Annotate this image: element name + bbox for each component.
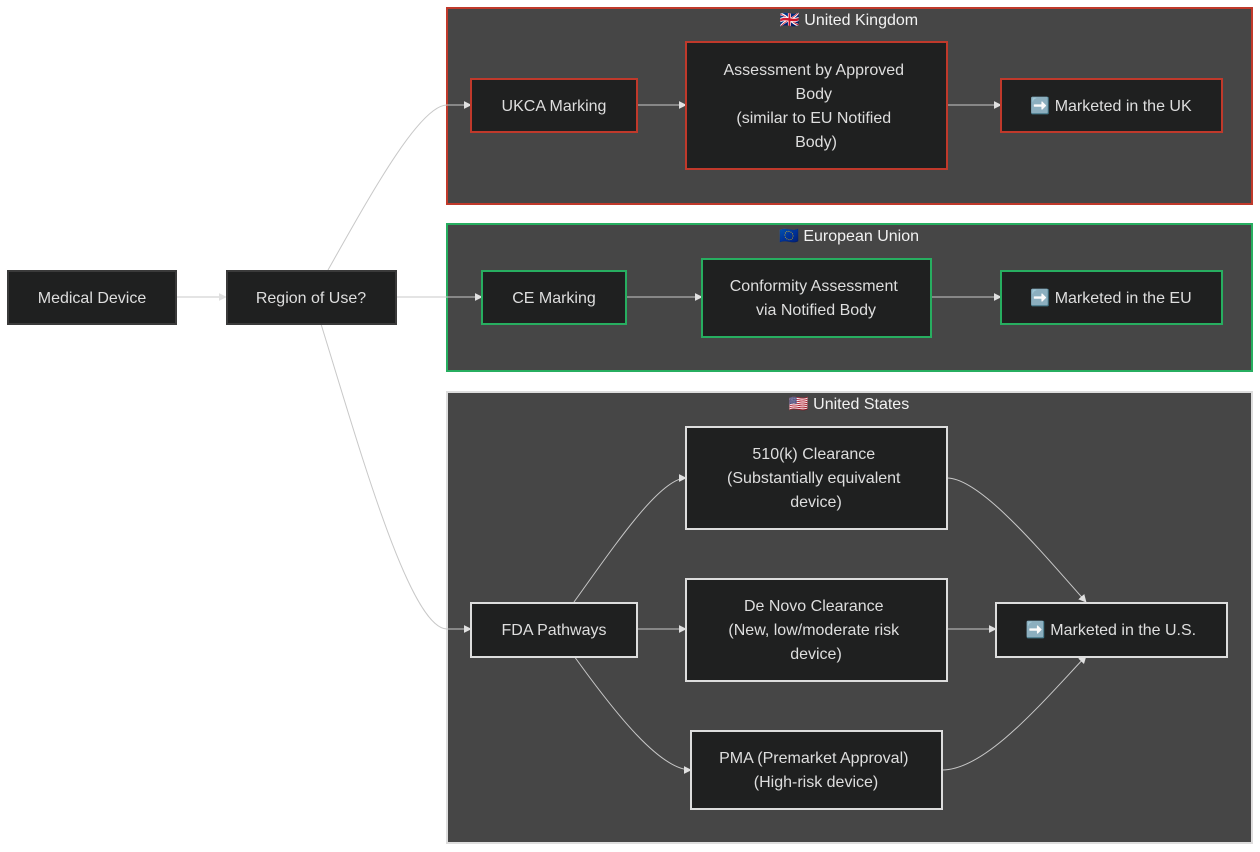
node-approved-body-label: Assessment by Approved Body (similar to … — [724, 62, 909, 151]
node-ukca-marking-label: UKCA Marking — [502, 98, 607, 115]
node-ukca-marking-line-1: UKCA Marking — [502, 98, 607, 115]
edge-region-to-ukca — [327, 101, 472, 271]
node-fda-pathways[interactable]: FDA Pathways — [470, 602, 638, 658]
node-510k-clearance-label: 510(k) Clearance (Substantially equivale… — [727, 446, 905, 511]
edge-fda-to-pma — [573, 655, 692, 774]
node-ce-marking-line-1: CE Marking — [512, 290, 596, 307]
node-510k-clearance-line-3: device) — [790, 494, 842, 511]
node-us-market-label: ➡️ Marketed in the U.S. — [1026, 620, 1196, 639]
node-notified-body[interactable]: Conformity Assessment via Notified Body — [701, 258, 932, 338]
node-notified-body-line-2: via Notified Body — [756, 302, 876, 319]
node-notified-body-line-1: Conformity Assessment — [730, 278, 899, 295]
node-de-novo-clearance-label: De Novo Clearance (New, low/moderate ris… — [728, 598, 903, 663]
node-us-market[interactable]: ➡️ Marketed in the U.S. — [995, 602, 1228, 658]
node-eu-market-line-1: ➡️ Marketed in the EU — [1030, 288, 1191, 307]
node-approved-body-box — [685, 41, 948, 170]
node-de-novo-clearance-line-1: De Novo Clearance — [744, 598, 884, 615]
node-fda-pathways-box — [470, 602, 638, 658]
cluster-uk-title: 🇬🇧 United Kingdom — [780, 11, 918, 29]
node-510k-clearance-box — [685, 426, 948, 530]
node-ce-marking-label: CE Marking — [512, 290, 596, 307]
edge-pma-to-us-market — [941, 655, 1087, 771]
node-510k-clearance-line-1: 510(k) Clearance — [752, 446, 875, 463]
node-de-novo-clearance-line-3: device) — [790, 646, 842, 663]
node-eu-market[interactable]: ➡️ Marketed in the EU — [1000, 270, 1223, 325]
node-ukca-marking-box — [470, 78, 638, 133]
cluster-eu-title: 🇪🇺 European Union — [779, 227, 919, 245]
node-medical-device-label: Medical Device — [38, 290, 147, 307]
node-notified-body-label: Conformity Assessment via Notified Body — [730, 278, 903, 319]
node-fda-pathways-line-1: FDA Pathways — [502, 622, 607, 639]
node-region-of-use[interactable]: Region of Use? — [226, 270, 397, 325]
node-pma-label: PMA (Premarket Approval) (High-risk devi… — [719, 750, 913, 791]
node-medical-device[interactable]: Medical Device — [7, 270, 177, 325]
node-de-novo-clearance-line-2: (New, low/moderate risk — [728, 622, 900, 639]
node-approved-body[interactable]: Assessment by Approved Body (similar to … — [685, 41, 948, 170]
node-uk-market-box — [1000, 78, 1223, 133]
edge-region-to-fda — [320, 323, 472, 633]
node-region-of-use-line-1: Region of Use? — [256, 290, 366, 307]
node-pma-line-2: (High-risk device) — [754, 774, 878, 791]
node-approved-body-line-3: (similar to EU Notified — [736, 110, 891, 127]
edges — [177, 101, 1087, 774]
edge-510k-to-us-market — [946, 477, 1087, 603]
node-pma-box — [690, 730, 943, 810]
node-pma[interactable]: PMA (Premarket Approval) (High-risk devi… — [690, 730, 943, 810]
node-medical-device-line-1: Medical Device — [38, 290, 147, 307]
node-approved-body-line-2: Body — [796, 86, 832, 103]
node-uk-market[interactable]: ➡️ Marketed in the UK — [1000, 78, 1223, 133]
node-region-of-use-label: Region of Use? — [256, 290, 366, 307]
node-ukca-marking[interactable]: UKCA Marking — [470, 78, 638, 133]
node-ce-marking[interactable]: CE Marking — [481, 270, 627, 325]
node-us-market-line-1: ➡️ Marketed in the U.S. — [1026, 620, 1196, 639]
cluster-us-title: 🇺🇸 United States — [789, 395, 909, 413]
node-approved-body-line-1: Assessment by Approved — [724, 62, 905, 79]
node-pma-line-1: PMA (Premarket Approval) — [719, 750, 908, 767]
node-eu-market-label: ➡️ Marketed in the EU — [1030, 288, 1191, 307]
node-510k-clearance-line-2: (Substantially equivalent — [727, 470, 901, 487]
node-uk-market-label: ➡️ Marketed in the UK — [1030, 96, 1192, 115]
node-uk-market-line-1: ➡️ Marketed in the UK — [1030, 96, 1192, 115]
edge-fda-to-510k — [573, 474, 687, 603]
node-eu-market-box — [1000, 270, 1223, 325]
node-fda-pathways-label: FDA Pathways — [502, 622, 607, 639]
node-de-novo-clearance-box — [685, 578, 948, 682]
node-de-novo-clearance[interactable]: De Novo Clearance (New, low/moderate ris… — [685, 578, 948, 682]
node-510k-clearance[interactable]: 510(k) Clearance (Substantially equivale… — [685, 426, 948, 530]
node-us-market-box — [995, 602, 1228, 658]
node-notified-body-box — [701, 258, 932, 338]
node-ce-marking-box — [481, 270, 627, 325]
node-medical-device-box — [7, 270, 177, 325]
node-approved-body-line-4: Body) — [795, 134, 837, 151]
node-region-of-use-box — [226, 270, 397, 325]
